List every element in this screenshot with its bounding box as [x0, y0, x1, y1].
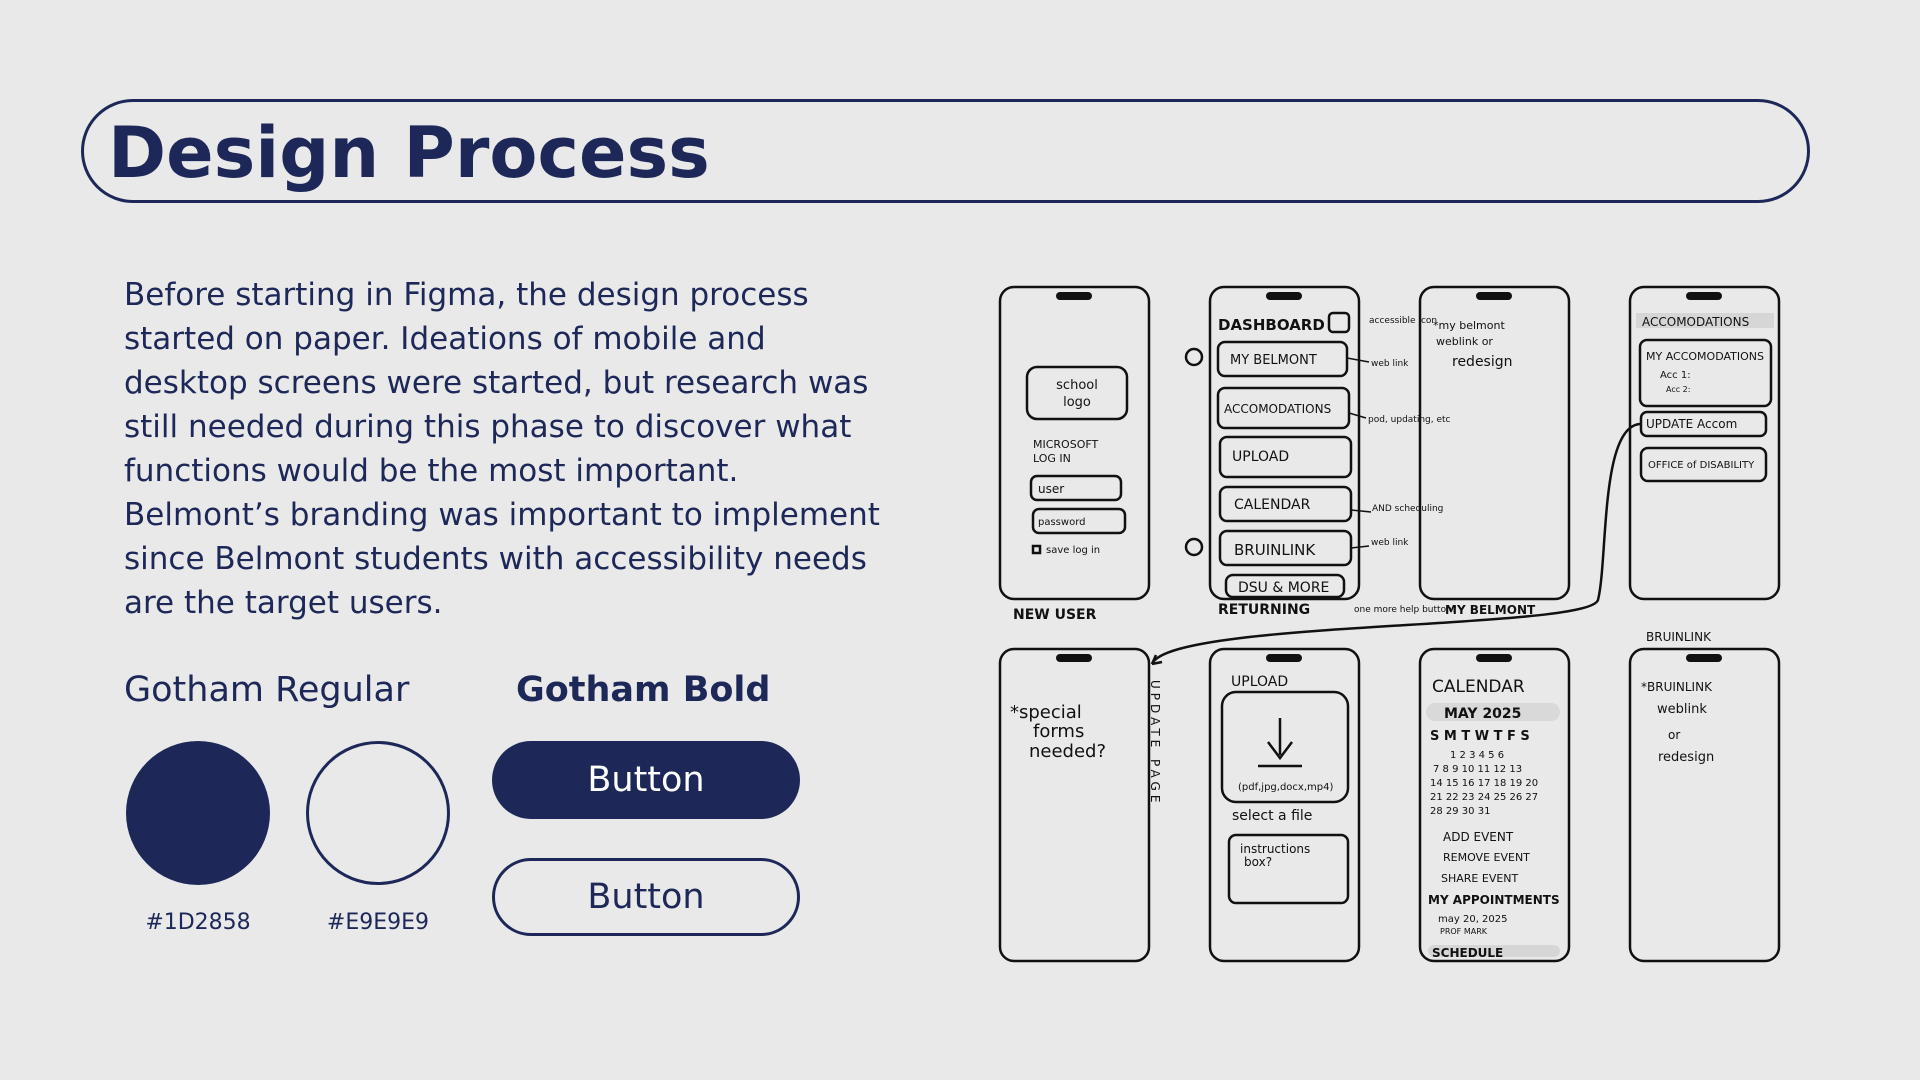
sketch2-item-6: DSU & MORE [1238, 580, 1329, 596]
primary-color-swatch [126, 741, 270, 885]
font-regular-label: Gotham Regular [124, 670, 410, 710]
sketch8-note-4: redesign [1658, 750, 1714, 765]
sketch5-note-1: *special [1010, 702, 1082, 723]
intro-paragraph: Before starting in Figma, the design pro… [124, 277, 880, 621]
page-title: Design Process [108, 112, 710, 194]
phone-frame [998, 285, 1151, 601]
sketch4-box-title: MY ACCOMODATIONS [1646, 350, 1764, 363]
sketch8-label: BRUINLINK [1646, 630, 1712, 644]
sketch5-note-2: forms [1033, 721, 1084, 742]
sketch2-note-1: accessible icon [1369, 316, 1437, 326]
sketch2-heading: DASHBOARD [1218, 316, 1325, 334]
font-bold-label: Gotham Bold [516, 670, 771, 710]
sketch7-month: MAY 2025 [1444, 706, 1521, 722]
sketch7-action-1: ADD EVENT [1443, 830, 1514, 844]
sketch3-note-2: weblink or [1436, 335, 1493, 348]
sketch1-password: password [1038, 517, 1085, 528]
sketch4-office: OFFICE of DISABILITY [1648, 460, 1755, 471]
sketch1-login-line1: MICROSOFT [1033, 438, 1098, 451]
sketch1-login-line2: LOG IN [1033, 452, 1071, 465]
phone-frame [1208, 285, 1361, 601]
sketch7-appointments: MY APPOINTMENTS [1428, 893, 1560, 907]
background-color-hex: #E9E9E9 [326, 910, 430, 935]
phone-frame [1418, 647, 1571, 963]
phone-frame [1628, 285, 1781, 601]
sketch2-item-5: BRUINLINK [1234, 541, 1316, 559]
outline-button-sample[interactable]: Button [492, 858, 800, 936]
phone-frame [1208, 647, 1361, 963]
title-pill [81, 99, 1810, 203]
sketch7-row-2: 7 8 9 10 11 12 13 [1433, 764, 1522, 775]
sketch6-instructions-2: box? [1244, 855, 1272, 869]
sketch2-item-3: UPLOAD [1232, 449, 1289, 465]
sketch8-note-3: or [1668, 728, 1680, 742]
sketch2-note-4: AND scheduling [1372, 504, 1443, 514]
sketch1-user: user [1038, 482, 1064, 496]
phone-frame [1418, 285, 1571, 601]
sketch2-item-1: MY BELMONT [1230, 353, 1317, 368]
phone-frame [1628, 647, 1781, 963]
sketch2-item-4: CALENDAR [1234, 497, 1311, 513]
sketch2-note-5: web link [1371, 538, 1409, 548]
sketch7-action-2: REMOVE EVENT [1443, 851, 1530, 864]
sketch5-side-label: UPDATE PAGE [1148, 680, 1162, 806]
sketch7-appt-prof: PROF MARK [1440, 927, 1488, 936]
primary-color-hex: #1D2858 [145, 910, 251, 935]
sketch2-note-3: pod, updating, etc [1368, 415, 1451, 425]
sketch7-row-5: 28 29 30 31 [1430, 806, 1490, 817]
sketch4-acc1: Acc 1: [1660, 370, 1691, 381]
sketch1-save: save log in [1046, 545, 1100, 556]
sketch8-note-1: *BRUINLINK [1641, 680, 1713, 694]
sketch2-item-2: ACCOMODATIONS [1224, 402, 1331, 416]
sketch7-row-3: 14 15 16 17 18 19 20 [1430, 778, 1538, 789]
phone-frame [998, 647, 1151, 963]
sketch7-schedule: SCHEDULE [1432, 946, 1503, 960]
sketch7-heading: CALENDAR [1432, 677, 1525, 697]
sketch6-select: select a file [1232, 808, 1312, 824]
sketch2-note-2: web link [1371, 359, 1409, 369]
sketch3-caption: MY BELMONT [1445, 603, 1536, 617]
sketch2-note-6: one more help button? [1354, 605, 1457, 615]
wireframe-sketches: school logo MICROSOFT LOG IN user passwo… [998, 285, 1781, 963]
sketch2-caption: RETURNING [1218, 602, 1310, 618]
sketch6-types: (pdf,jpg,docx,mp4) [1238, 782, 1333, 793]
sketch6-heading: UPLOAD [1231, 674, 1288, 690]
sketch4-acc2: Acc 2: [1666, 385, 1690, 394]
sketch1-caption: NEW USER [1013, 607, 1097, 623]
sketch6-instructions-1: instructions [1240, 842, 1310, 856]
filled-button-sample[interactable]: Button [492, 741, 800, 819]
sketch4-update: UPDATE Accom [1646, 417, 1737, 431]
background-color-swatch [306, 741, 450, 885]
sketch7-action-3: SHARE EVENT [1441, 872, 1519, 885]
sketch1-logo-line2: logo [1063, 395, 1091, 410]
sketch7-days: S M T W T F S [1430, 729, 1530, 744]
sketch8-note-2: weblink [1657, 702, 1707, 717]
sketch7-appt-date: may 20, 2025 [1438, 914, 1508, 925]
sketch7-row-1: 1 2 3 4 5 6 [1450, 750, 1504, 761]
sketch3-note-1: *my belmont [1433, 319, 1505, 332]
sketch3-note-3: redesign [1452, 354, 1513, 370]
sketch1-logo-line1: school [1056, 378, 1098, 393]
sketch4-heading: ACCOMODATIONS [1642, 315, 1749, 329]
sketch5-note-3: needed? [1029, 741, 1106, 762]
sketch7-row-4: 21 22 23 24 25 26 27 [1430, 792, 1538, 803]
